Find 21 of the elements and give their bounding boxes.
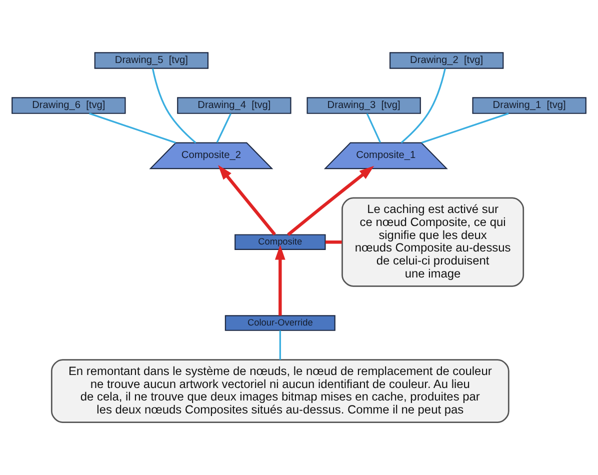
arrow [218,165,276,236]
node-box: Drawing_1 [tvg] [472,97,586,114]
arrow [274,244,286,316]
connector [216,113,232,143]
arrow [287,166,374,236]
node-box: Drawing_4 [tvg] [177,97,292,114]
node-box: Colour-Override [224,315,336,331]
node-box: Drawing_3 [tvg] [306,97,421,114]
connector [421,112,509,144]
connector [366,113,382,143]
connector [89,112,176,144]
connector [325,240,342,244]
node-box: Drawing_6 [tvg] [12,97,126,114]
node-box: Le caching est activé sur ce nœud Composite, ce qui signifie que les deux nœuds Composite au-dessus de celui-ci produisent une image [342,197,524,287]
connector [279,330,281,360]
node-box: Drawing_2 [tvg] [389,52,504,69]
connector [152,68,196,144]
node-box: Drawing_5 [tvg] [94,52,209,69]
node-box: En remontant dans le système de nœuds, le nœud de remplacement de couleur ne trouve aucun artwork vectoriel ni aucun identifiant de couleur. Au lieu de cela, il ne trouve que deux images bitmap mises en cache, produites par les deux nœuds Composites situés au-dessus. Comme il ne peut pas [50,359,510,423]
node-box: Composite [234,234,326,250]
connector [400,68,446,144]
